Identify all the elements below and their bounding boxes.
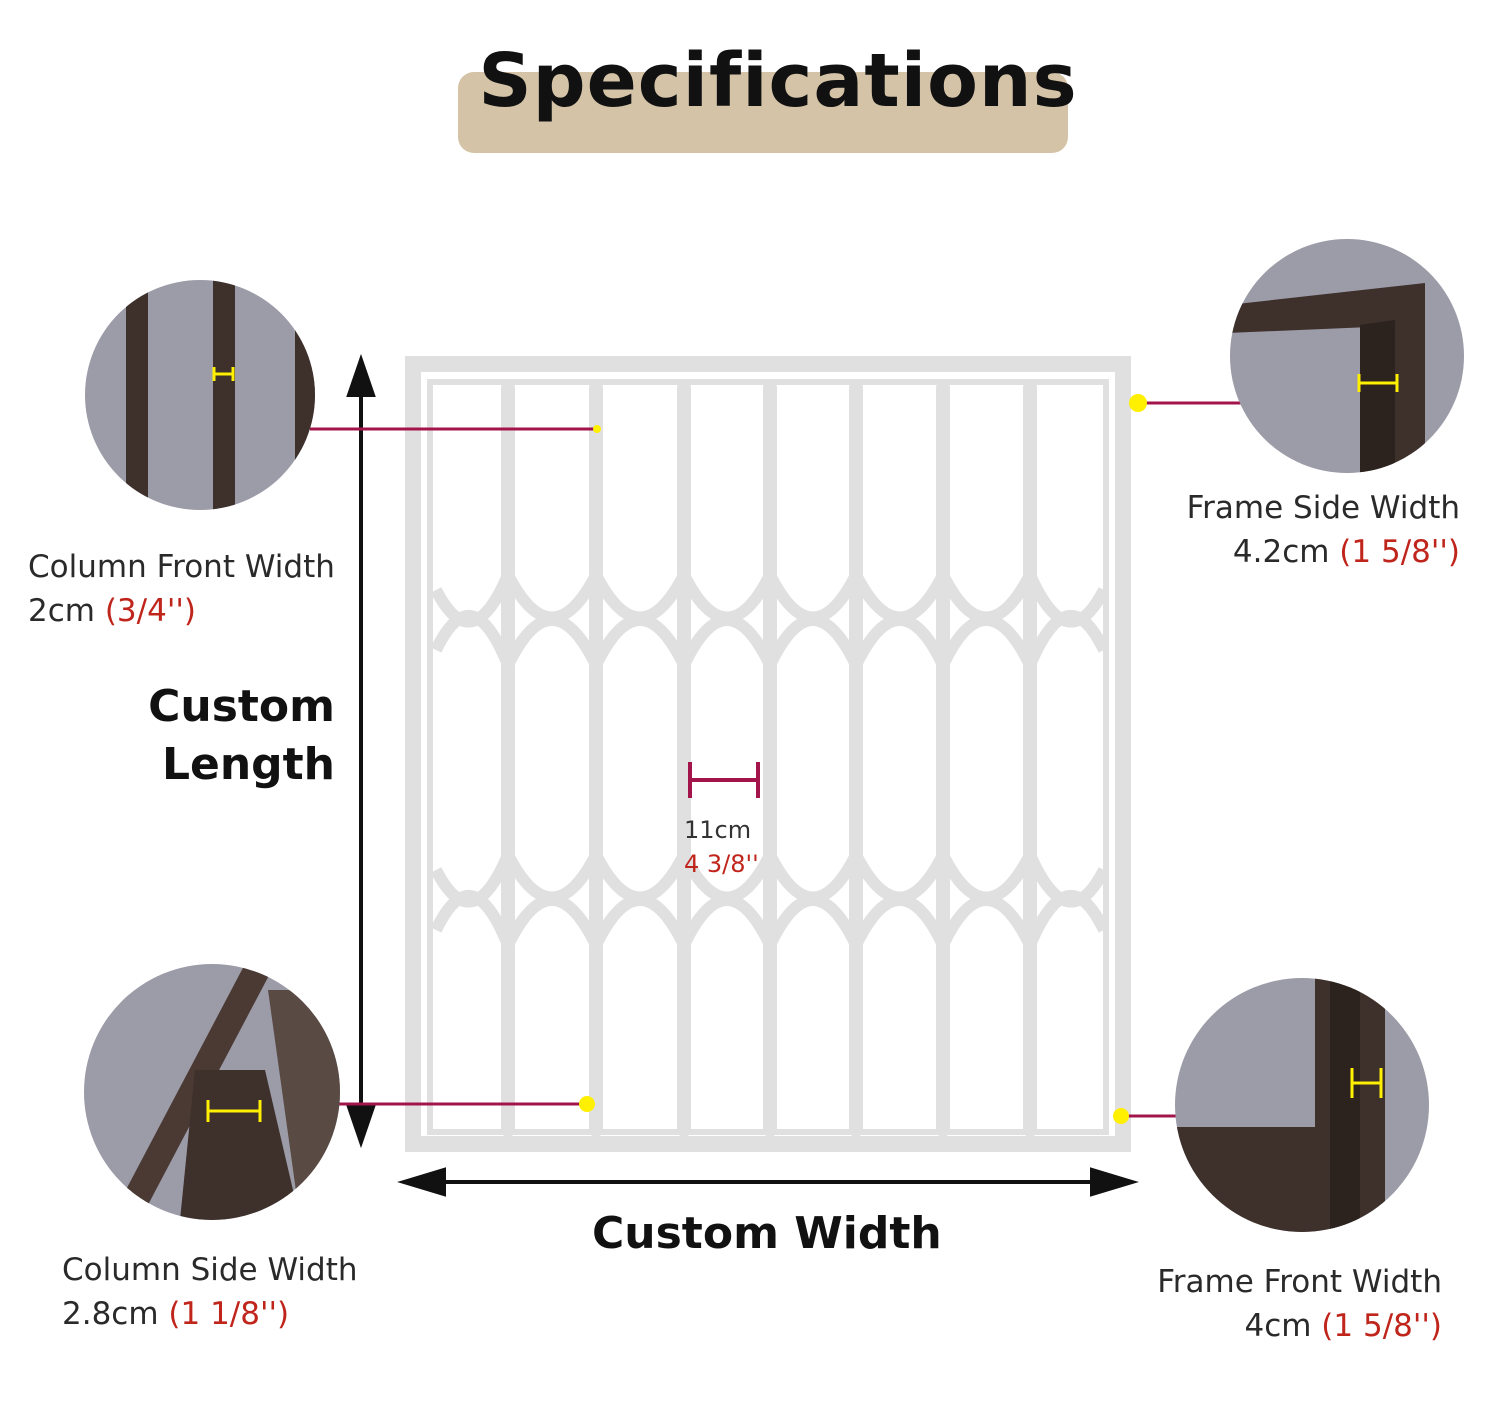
custom-length-line-2: Length bbox=[161, 739, 335, 790]
gap-measure bbox=[688, 762, 760, 798]
column-front-label: Column Front Width 2cm (3/4'') bbox=[28, 545, 335, 633]
column-side-imperial: (1 1/8'') bbox=[168, 1296, 290, 1332]
column-front-metric: 2cm bbox=[28, 593, 95, 629]
frame-side-imperial: (1 5/8'') bbox=[1339, 534, 1460, 570]
title-banner bbox=[458, 72, 1068, 153]
column-front-imperial: (3/4'') bbox=[104, 593, 196, 629]
lattice-lower bbox=[430, 840, 1110, 960]
leader-lines bbox=[310, 401, 1243, 1118]
detail-frame-front bbox=[1175, 978, 1429, 1232]
detail-frame-side bbox=[1230, 239, 1464, 473]
frame-side-label: Frame Side Width 4.2cm (1 5/8'') bbox=[1187, 486, 1460, 574]
marker-dot bbox=[579, 1096, 595, 1112]
custom-length-line-1: Custom bbox=[148, 681, 335, 732]
column-side-name: Column Side Width bbox=[62, 1252, 358, 1288]
page-title: Specifications bbox=[478, 38, 1078, 124]
column-side-metric: 2.8cm bbox=[62, 1296, 159, 1332]
marker-dots bbox=[579, 394, 1147, 1124]
detail-column-side bbox=[84, 964, 340, 1220]
gap-metric: 11cm bbox=[684, 816, 752, 844]
marker-dot bbox=[1113, 1108, 1129, 1124]
detail-column-front bbox=[85, 280, 315, 510]
marker-dot bbox=[593, 425, 601, 433]
frame-front-imperial: (1 5/8'') bbox=[1321, 1308, 1442, 1344]
length-arrow bbox=[346, 353, 376, 1149]
custom-length-label: Custom Length bbox=[148, 678, 335, 794]
gap-imperial: 4 3/8'' bbox=[684, 850, 759, 878]
column-front-name: Column Front Width bbox=[28, 549, 335, 585]
frame-front-metric: 4cm bbox=[1244, 1308, 1312, 1344]
gate-columns bbox=[501, 381, 1037, 1137]
frame-side-name: Frame Side Width bbox=[1186, 490, 1460, 526]
frame-front-name: Frame Front Width bbox=[1157, 1264, 1442, 1300]
lattice-upper bbox=[430, 560, 1110, 680]
column-side-label: Column Side Width 2.8cm (1 1/8'') bbox=[62, 1248, 358, 1336]
gap-label: 11cm 4 3/8'' bbox=[684, 813, 759, 881]
width-arrow bbox=[397, 1167, 1139, 1197]
custom-width-label: Custom Width bbox=[592, 1208, 942, 1259]
marker-dot bbox=[1129, 394, 1147, 412]
frame-front-label: Frame Front Width 4cm (1 5/8'') bbox=[1157, 1260, 1442, 1348]
frame-side-metric: 4.2cm bbox=[1232, 534, 1330, 570]
